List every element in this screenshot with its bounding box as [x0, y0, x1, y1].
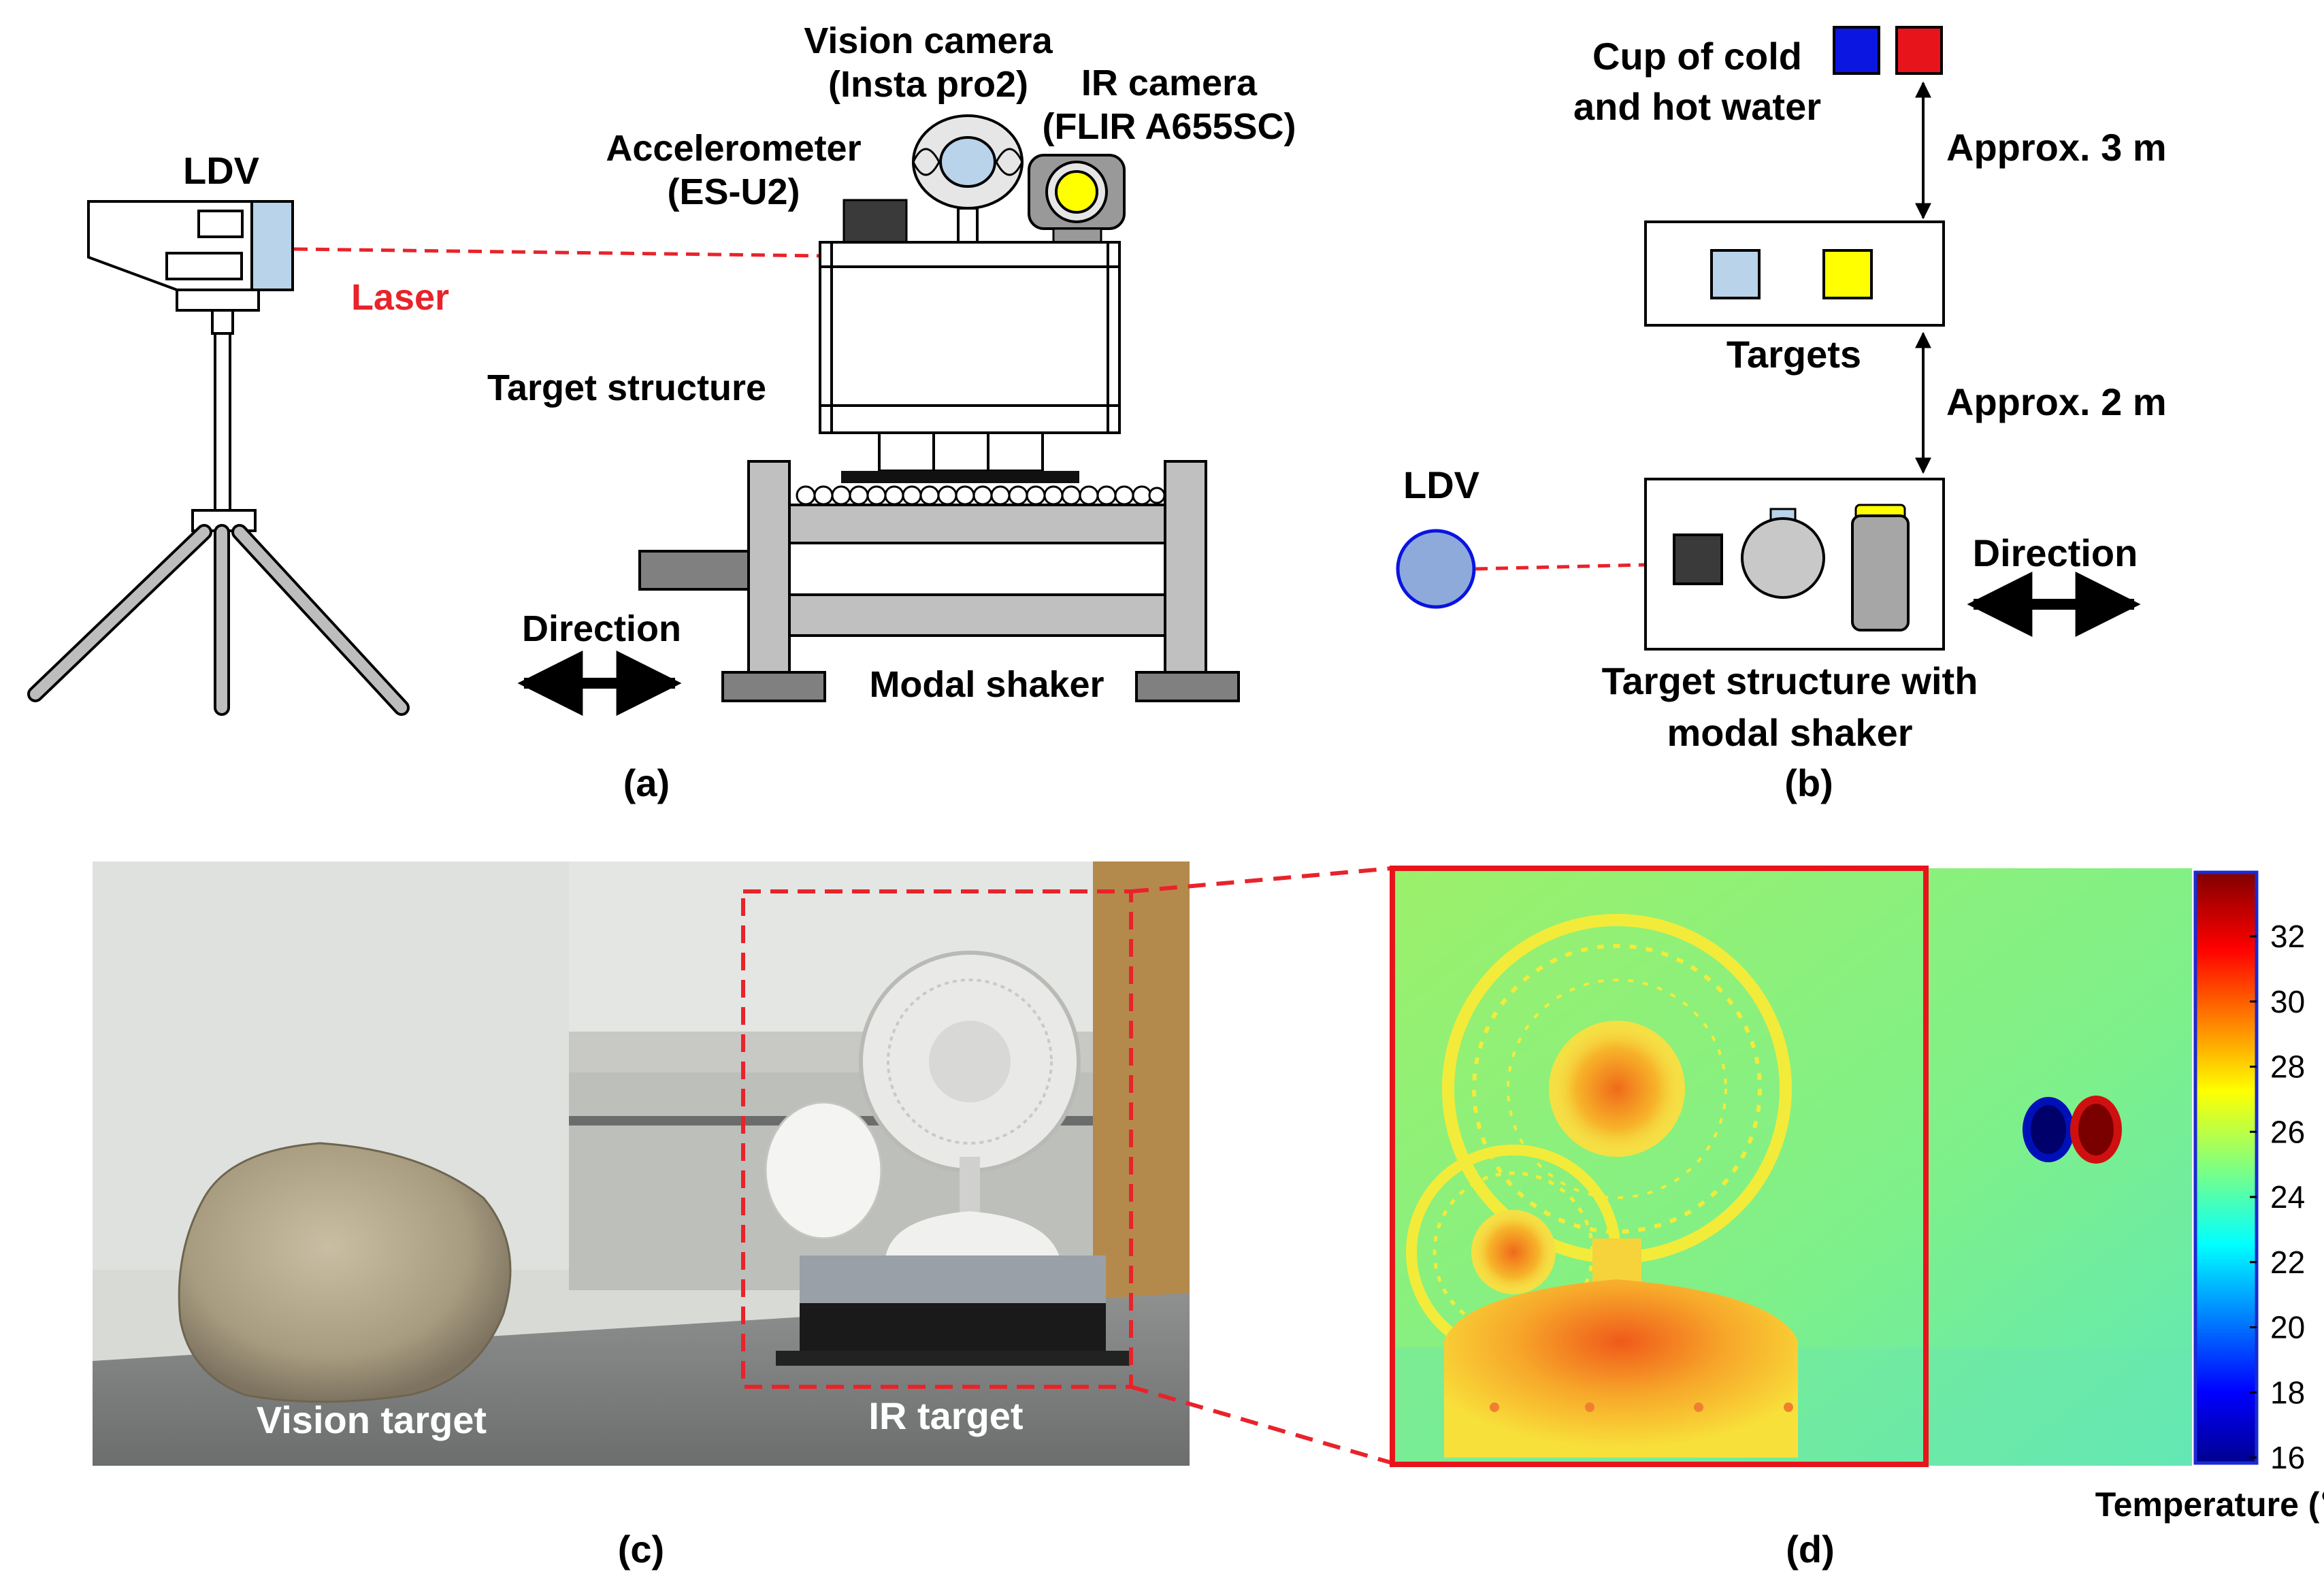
accelerometer-label-1: Accelerometer	[606, 128, 861, 169]
ldv-circle	[1396, 529, 1476, 609]
approx-2m-label: Approx. 2 m	[1946, 380, 2167, 423]
laser-beam-b	[1475, 563, 1646, 571]
structure-label-1: Target structure with	[1602, 659, 1978, 702]
accelerometer-block	[842, 199, 908, 244]
direction-label-b: Direction	[1973, 531, 2138, 574]
ir-target-objects	[764, 951, 1130, 1366]
ir-target-dashed-box	[741, 889, 1133, 1389]
colorbar-tick-label: 16	[2270, 1440, 2305, 1475]
ldv-device	[87, 200, 294, 335]
colorbar-tick-label: 26	[2270, 1114, 2305, 1149]
direction-label-a: Direction	[522, 608, 681, 649]
colorbar-label: Temperature (℃)	[2095, 1485, 2324, 1524]
panel-c-label: (c)	[618, 1528, 664, 1571]
zoom-line-top	[1130, 866, 1393, 893]
accelerometer-square	[1673, 533, 1723, 585]
ir-target-label: IR target	[868, 1394, 1023, 1437]
colorbar-tick-label: 28	[2270, 1049, 2305, 1085]
panel-d-thermal	[1390, 866, 2192, 1467]
ldv-label-b: LDV	[1403, 463, 1479, 506]
panel-c-photo: Vision target IR target	[93, 861, 1190, 1466]
ir-camera-top-view	[1851, 504, 1910, 631]
cup-label-1: Cup of cold	[1592, 35, 1802, 78]
rock	[178, 1142, 512, 1403]
modal-shaker-label: Modal shaker	[869, 664, 1104, 705]
panel-a: LDV Laser Vision	[27, 20, 1296, 804]
panel-b-label: (b)	[1784, 761, 1833, 804]
panel-d-label: (d)	[1786, 1528, 1835, 1571]
target-structure-label: Target structure	[487, 367, 766, 408]
ir-camera-label-1: IR camera	[1081, 63, 1258, 103]
vision-camera-label-2: (Insta pro2)	[828, 64, 1028, 105]
ir-target-square	[1822, 249, 1873, 299]
colorbar-tick-label: 22	[2270, 1245, 2305, 1280]
panel-b: Cup of cold and hot water Approx. 3 m Ta…	[1396, 26, 2167, 804]
modal-shaker	[638, 460, 1240, 702]
colorbar-tick-label: 30	[2270, 984, 2305, 1019]
panel-a-label: (a)	[623, 761, 670, 804]
target-structure	[819, 241, 1121, 483]
vision-camera-label-1: Vision camera	[804, 20, 1053, 61]
tripod	[27, 332, 410, 716]
cup-label-2: and hot water	[1573, 85, 1821, 128]
ir-camera-label-2: (FLIR A655SC)	[1042, 106, 1296, 147]
targets-label: Targets	[1726, 333, 1861, 376]
zoom-line-bottom	[1130, 1385, 1393, 1465]
accelerometer-label-2: (ES-U2)	[667, 171, 800, 212]
cold-water-cup	[1833, 26, 1880, 75]
colorbar-tick-label: 18	[2270, 1375, 2305, 1410]
ir-target-crop-box	[1390, 866, 1929, 1467]
vision-target-label: Vision target	[257, 1398, 487, 1441]
structure-label-2: modal shaker	[1667, 711, 1912, 754]
laser-label: Laser	[351, 277, 449, 318]
ir-camera-device	[1028, 154, 1126, 244]
vision-camera-device	[912, 114, 1024, 244]
laser-beam	[293, 247, 823, 258]
colorbar-ticks: 32 30 28 26 24 22 20 18 16	[2250, 919, 2305, 1475]
colorbar-tick-label: 24	[2270, 1179, 2305, 1215]
vision-camera-top-view	[1741, 508, 1825, 599]
approx-3m-label: Approx. 3 m	[1946, 126, 2167, 169]
colorbar-tick-label: 32	[2270, 919, 2305, 954]
colorbar-tick-label: 20	[2270, 1310, 2305, 1345]
ldv-label-a: LDV	[183, 149, 259, 192]
colorbar: 32 30 28 26 24 22 20 18 16	[2193, 870, 2305, 1475]
targets-box	[1644, 220, 1945, 327]
hot-water-cup	[1895, 26, 1943, 75]
vision-target-square	[1710, 249, 1761, 299]
